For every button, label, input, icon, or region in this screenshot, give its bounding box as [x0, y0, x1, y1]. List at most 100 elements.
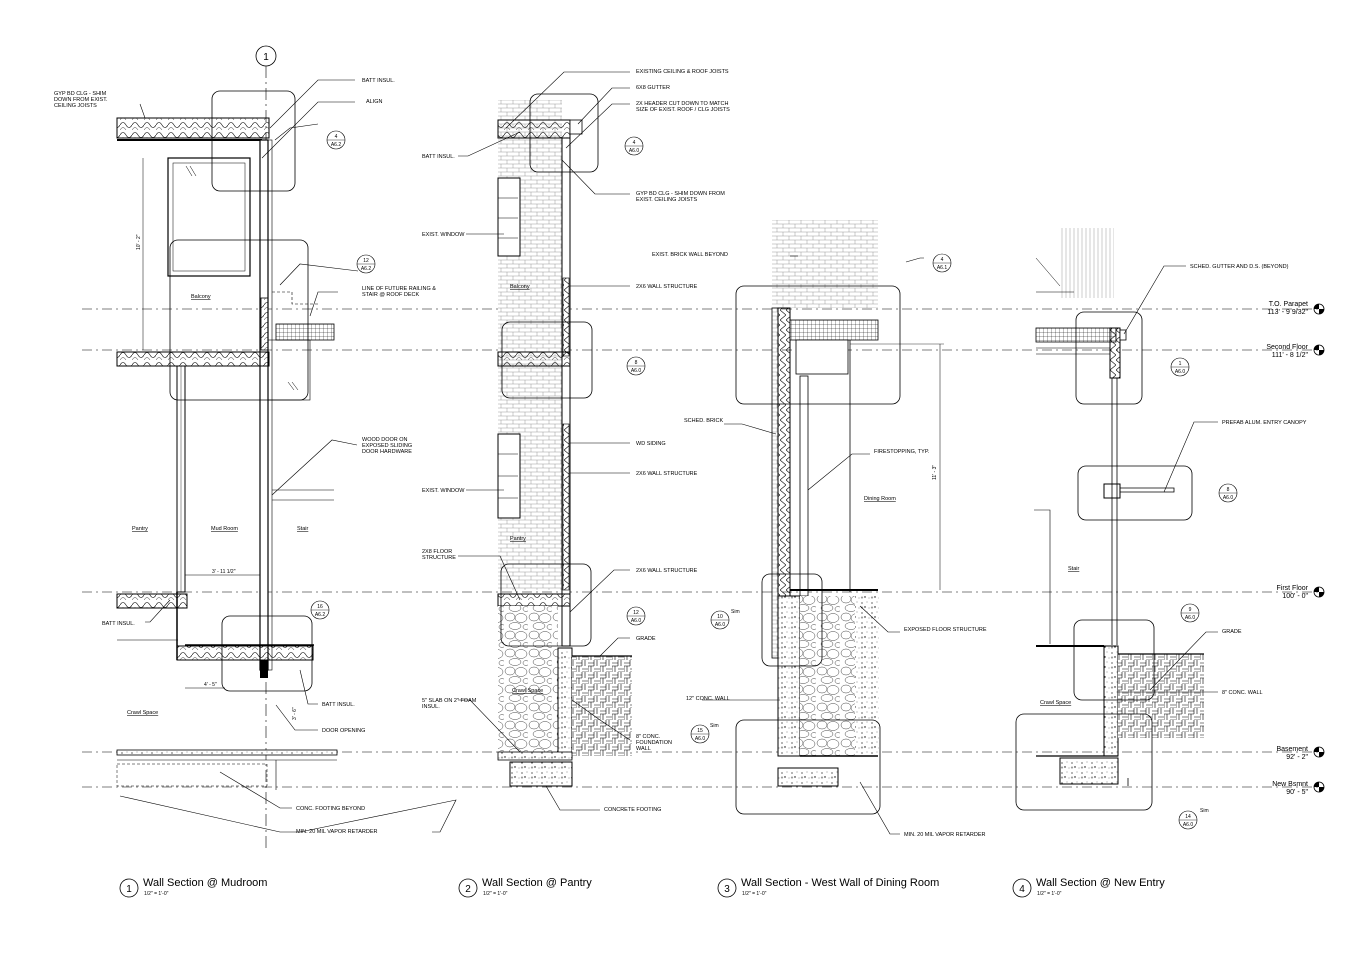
level-elevation: 111' - 8 1/2"	[1272, 352, 1309, 359]
tag-number: 4	[335, 134, 338, 140]
note-wall-structure: 2X6 WALL STRUCTURE	[636, 568, 698, 574]
dim-height: 11' - 3"	[932, 465, 938, 480]
section-tag: 10 A6.0 Sim	[710, 609, 740, 630]
level-first-floor: First Floor 100' - 0"	[1277, 585, 1325, 600]
tag-sheet: A6.0	[1223, 495, 1234, 501]
note-conc-wall: 8" CONC. WALL	[1222, 690, 1263, 696]
level-markers: T.O. Parapet 113' - 9 9/32" Second Floor…	[1266, 301, 1325, 796]
section-tag: 16 A6.2	[310, 600, 330, 620]
level-name: Second Floor	[1266, 344, 1308, 351]
view-number-circle	[119, 878, 139, 898]
level-elevation: 113' - 9 9/32"	[1267, 309, 1308, 316]
note-wood-door-line: WOOD DOOR ON	[362, 437, 408, 443]
level-name: Basement	[1276, 746, 1308, 753]
note-sched-brick: SCHED. BRICK	[684, 418, 723, 424]
level-new-bsmnt: New Bsmnt 90' - 5"	[1272, 781, 1325, 796]
note-brick-beyond: EXIST. BRICK WALL BEYOND	[652, 252, 728, 258]
tag-sheet: A6.0	[1175, 369, 1186, 375]
tag-number: 1	[1179, 361, 1182, 367]
note-canopy: PREFAB ALUM. ENTRY CANOPY	[1222, 420, 1307, 426]
room-label: Pantry	[510, 536, 526, 542]
view-title: Wall Section @ New Entry	[1036, 877, 1165, 889]
section-tag: 9 A6.0	[1180, 603, 1200, 623]
tag-sheet: A6.1	[937, 265, 948, 271]
section-tag: 4 A6.2	[326, 130, 346, 150]
note-existing-ceiling: EXISTING CEILING & ROOF JOISTS	[636, 69, 729, 75]
tag-sim: Sim	[1200, 808, 1209, 814]
section-tag: 12 A6.2	[356, 254, 376, 274]
note-gyp-line: GYP BD CLG - SHIM DOWN FROM	[636, 191, 725, 197]
note-wall-structure: 2X6 WALL STRUCTURE	[636, 284, 698, 290]
note-exist-window: EXIST. WINDOW	[422, 232, 465, 238]
tag-sheet: A6.2	[361, 266, 372, 272]
note-batt-insul: BATT INSUL.	[322, 702, 355, 708]
note-conc-wall: 12" CONC. WALL	[686, 696, 730, 702]
dim-width: 4' - 5"	[204, 682, 217, 688]
level-elevation: 92' - 2"	[1286, 754, 1308, 761]
note-firestopping: FIRESTOPPING, TYP.	[874, 449, 930, 455]
dim-width: 3' - 11 1/2"	[212, 569, 236, 575]
note-batt-insul: BATT INSUL.	[102, 621, 135, 627]
note-foundation-line: WALL	[636, 746, 651, 752]
tag-number: 9	[1189, 607, 1192, 613]
note-vapor-retarder: MIN. 20 MIL VAPOR RETARDER	[904, 832, 986, 838]
note-floor-structure-line: STRUCTURE	[422, 555, 456, 561]
tag-number: 4	[633, 140, 636, 146]
note-gyp-ceiling-line: CEILING JOISTS	[54, 103, 97, 109]
note-batt-insul: BATT INSUL.	[362, 78, 395, 84]
room-label: Crawl Space	[1040, 700, 1071, 706]
section-tag: 4 A6.0	[624, 136, 644, 156]
note-wood-door-line: EXPOSED SLIDING	[362, 443, 412, 449]
view-number-circle	[458, 878, 478, 898]
room-label: Crawl Space	[127, 710, 158, 716]
tag-sheet: A6.2	[331, 142, 342, 148]
note-gyp-ceiling-line: GYP BD CLG - SHIM	[54, 91, 107, 97]
level-name: T.O. Parapet	[1269, 301, 1308, 308]
view-title: Wall Section @ Pantry	[482, 877, 592, 889]
grid-line-1: 1	[255, 45, 277, 852]
note-grade: GRADE	[636, 636, 656, 642]
note-exposed-floor: EXPOSED FLOOR STRUCTURE	[904, 627, 987, 633]
view-scale: 1/2" = 1'-0"	[144, 891, 169, 897]
note-wood-door-line: DOOR HARDWARE	[362, 449, 412, 455]
view-title-4[interactable]: 4 Wall Section @ New Entry 1/2" = 1'-0"	[1012, 877, 1165, 898]
view-number: 2	[465, 884, 471, 895]
note-floor-structure-line: 2X8 FLOOR	[422, 549, 452, 555]
view-title-2[interactable]: 2 Wall Section @ Pantry 1/2" = 1'-0"	[458, 877, 592, 898]
view-title-1[interactable]: 1 Wall Section @ Mudroom 1/2" = 1'-0"	[119, 877, 267, 898]
note-foundation-line: 8" CONC.	[636, 734, 661, 740]
note-align: ALIGN	[366, 99, 383, 105]
tag-sheet: A6.0	[631, 368, 642, 374]
view-title: Wall Section - West Wall of Dining Room	[741, 877, 939, 889]
grid-bubble-label: 1	[263, 52, 269, 63]
tag-sheet: A6.2	[315, 612, 326, 618]
tag-sheet: A6.0	[1183, 822, 1194, 828]
note-gutter: 6X8 GUTTER	[636, 85, 670, 91]
tag-number: 15	[697, 728, 703, 734]
view-number-circle	[717, 878, 737, 898]
note-gyp-ceiling-line: DOWN FROM EXIST.	[54, 97, 108, 103]
section-tag: 14 A6.0 Sim	[1178, 808, 1209, 830]
note-foundation-line: FOUNDATION	[636, 740, 672, 746]
note-railing-line: STAIR @ ROOF DECK	[362, 292, 419, 298]
section-tag: 8 A6.0	[626, 356, 646, 376]
level-second-floor: Second Floor 111' - 8 1/2"	[1266, 344, 1325, 359]
note-batt-insul: BATT INSUL.	[422, 154, 455, 160]
note-concrete-footing: CONCRETE FOOTING	[604, 807, 661, 813]
note-gutter: SCHED. GUTTER AND D.S. (BEYOND)	[1190, 264, 1289, 270]
view-scale: 1/2" = 1'-0"	[483, 891, 508, 897]
view-title-3[interactable]: 3 Wall Section - West Wall of Dining Roo…	[717, 877, 939, 898]
level-basement: Basement 92' - 2"	[1276, 746, 1325, 761]
section-tag: 1 A6.0	[1170, 357, 1190, 377]
tag-number: 8	[635, 360, 638, 366]
note-footing-beyond: CONC. FOOTING BEYOND	[296, 806, 365, 812]
level-name: New Bsmnt	[1272, 781, 1308, 788]
dim-height: 10' - 2"	[136, 234, 142, 250]
note-slab-line: 5" SLAB ON 2" FOAM	[422, 698, 477, 704]
level-name: First Floor	[1277, 585, 1309, 592]
view-number: 3	[724, 884, 730, 895]
level-elevation: 100' - 0"	[1282, 593, 1308, 600]
note-gyp-line: EXIST. CEILING JOISTS	[636, 197, 697, 203]
tag-number: 12	[633, 610, 639, 616]
